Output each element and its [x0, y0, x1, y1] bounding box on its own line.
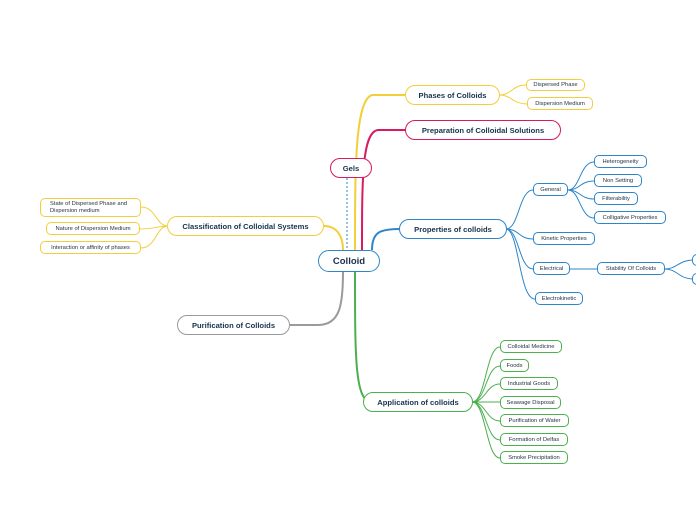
node-heterogeneity[interactable]: Heterogeneity	[594, 155, 647, 168]
node-foods[interactable]: Foods	[500, 359, 529, 372]
connector-colligative	[567, 189, 595, 219]
node-purification-of-water[interactable]: Purification of Water	[500, 414, 569, 427]
node-stability-child-1[interactable]	[692, 254, 696, 266]
node-dispersed-phase[interactable]: Dispersed Phase	[526, 79, 585, 91]
node-industrial-goods[interactable]: Industrial Goods	[500, 377, 558, 390]
node-colligative-properties[interactable]: Colligative Properties	[594, 211, 666, 224]
connector-purification	[290, 271, 344, 326]
node-nature-of-dispersion-medium[interactable]: Nature of Dispersion Medium	[46, 222, 140, 235]
connector-app-industrial	[471, 383, 501, 403]
node-properties-of-colloids[interactable]: Properties of colloids	[399, 219, 507, 239]
node-preparation[interactable]: Preparation of Colloidal Solutions	[405, 120, 561, 140]
connector-app-foods	[471, 365, 501, 403]
connector-class-state	[140, 206, 169, 227]
connector-app-water	[471, 401, 501, 422]
connector-electrokinetic	[505, 228, 536, 300]
node-electrical[interactable]: Electrical	[533, 262, 570, 275]
node-phases-of-colloids[interactable]: Phases of Colloids	[405, 85, 500, 105]
connector-phases	[354, 94, 406, 251]
node-colloidal-medicine[interactable]: Colloidal Medicine	[500, 340, 562, 353]
node-formation-of-delfas[interactable]: Formation of Delfas	[500, 433, 568, 446]
root-node[interactable]: Colloid	[318, 250, 380, 272]
node-electrokinetic[interactable]: Electrokinetic	[535, 292, 583, 305]
node-gels[interactable]: Gels	[330, 158, 372, 178]
node-non-setting[interactable]: Non Setting	[594, 174, 642, 187]
connector-heterogeneity	[567, 161, 595, 191]
connector-dispersion-medium	[498, 94, 529, 105]
connector-application	[354, 271, 373, 403]
connector-stability-child-2	[663, 268, 695, 280]
node-state-of-dispersed-phase[interactable]: State of Dispersed Phase and Dispersion …	[40, 198, 141, 217]
node-stability-of-colloids[interactable]: Stability Of Colloids	[597, 262, 665, 275]
node-application-of-colloids[interactable]: Application of colloids	[363, 392, 473, 412]
node-interaction-affinity[interactable]: Interaction or affinity of phases	[40, 241, 141, 254]
connector-app-smoke	[471, 401, 501, 459]
connector-class-interaction	[140, 225, 169, 249]
connector-dispersed-phase	[498, 84, 527, 96]
connector-stability-child-1	[663, 259, 695, 270]
node-dispersion-medium[interactable]: Dispersion Medium	[527, 97, 593, 110]
node-smoke-precipitation[interactable]: Smoke Precipitation	[500, 451, 568, 464]
node-kinetic-properties[interactable]: Kinetic Properties	[533, 232, 595, 245]
connector-classification	[323, 225, 344, 251]
connector-app-delfas	[471, 401, 501, 441]
node-purification[interactable]: Purification of Colloids	[177, 315, 290, 335]
node-classification[interactable]: Classification of Colloidal Systems	[167, 216, 324, 236]
connector-properties	[371, 228, 401, 251]
node-seawage-disposal[interactable]: Seawage Disposal	[500, 396, 561, 409]
node-filterability[interactable]: Filterability	[594, 192, 638, 205]
node-general[interactable]: General	[533, 183, 568, 196]
connector-general	[505, 189, 534, 230]
node-stability-child-2[interactable]	[692, 273, 696, 285]
